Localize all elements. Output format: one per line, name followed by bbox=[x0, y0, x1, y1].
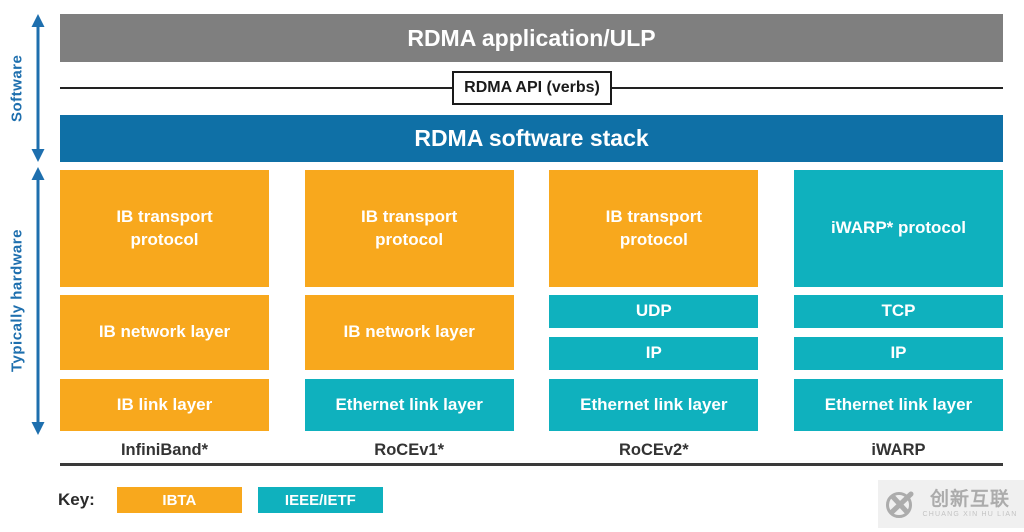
watermark-text: 创新互联 CHUANG XIN HU LIAN bbox=[922, 490, 1017, 518]
transport-box: IB transport protocol bbox=[304, 170, 514, 287]
column-rocev1: IB transport protocol IB network layer E… bbox=[304, 170, 514, 460]
link-box: IB link layer bbox=[60, 379, 269, 431]
udp-box: UDP bbox=[549, 295, 759, 328]
double-arrow-icon bbox=[31, 14, 45, 162]
column-label: RoCEv1* bbox=[374, 441, 444, 459]
baseline-divider bbox=[60, 463, 1003, 466]
column-label: InfiniBand* bbox=[120, 441, 209, 459]
software-scope-rail: Software bbox=[4, 14, 50, 162]
watermark-title: 创新互联 bbox=[929, 489, 1010, 510]
legend-label: Key: bbox=[58, 490, 95, 509]
transport-box: IB transport protocol bbox=[60, 170, 269, 287]
column-rocev2: IB transport protocol UDP IP Ethernet li… bbox=[549, 170, 759, 460]
link-box: Ethernet link layer bbox=[549, 379, 759, 431]
rdma-application-bar: RDMA application/ULP bbox=[60, 14, 1003, 62]
ip-box: IP bbox=[793, 337, 1003, 370]
legend-chip-ibta: IBTA bbox=[116, 487, 242, 513]
column-infiniband: IB transport protocol IB network layer I… bbox=[60, 170, 269, 460]
chuangxin-logo-icon bbox=[886, 491, 914, 518]
tcp-box: TCP bbox=[793, 295, 1003, 328]
column-label: iWARP bbox=[871, 441, 926, 459]
rdma-software-stack-label: RDMA software stack bbox=[414, 125, 649, 151]
network-box: IB network layer bbox=[60, 295, 269, 370]
transport-box: IB transport protocol bbox=[549, 170, 759, 287]
link-box: Ethernet link layer bbox=[793, 379, 1003, 431]
hardware-scope-rail: Typically hardware bbox=[4, 167, 50, 435]
ip-box: IP bbox=[549, 337, 759, 370]
legend: Key: IBTA IEEE/IETF bbox=[58, 487, 383, 513]
rdma-api-box: RDMA API (verbs) bbox=[452, 71, 612, 105]
rdma-api-label: RDMA API (verbs) bbox=[464, 79, 600, 96]
network-box: IB network layer bbox=[304, 295, 514, 370]
transport-box: iWARP* protocol bbox=[793, 170, 1003, 287]
software-scope-label: Software bbox=[8, 54, 26, 122]
watermark-subtitle: CHUANG XIN HU LIAN bbox=[922, 511, 1018, 518]
hardware-scope-label: Typically hardware bbox=[8, 229, 26, 373]
watermark: 创新互联 CHUANG XIN HU LIAN bbox=[878, 480, 1024, 528]
rdma-software-stack-bar: RDMA software stack bbox=[60, 115, 1003, 162]
link-box: Ethernet link layer bbox=[304, 379, 514, 431]
column-label: RoCEv2* bbox=[618, 441, 689, 459]
double-arrow-icon bbox=[31, 167, 45, 435]
protocol-columns: IB transport protocol IB network layer I… bbox=[60, 170, 1003, 460]
legend-chip-ieee-ietf: IEEE/IETF bbox=[257, 487, 383, 513]
column-iwarp: iWARP* protocol TCP IP Ethernet link lay… bbox=[793, 170, 1003, 460]
rdma-application-label: RDMA application/ULP bbox=[407, 24, 656, 51]
